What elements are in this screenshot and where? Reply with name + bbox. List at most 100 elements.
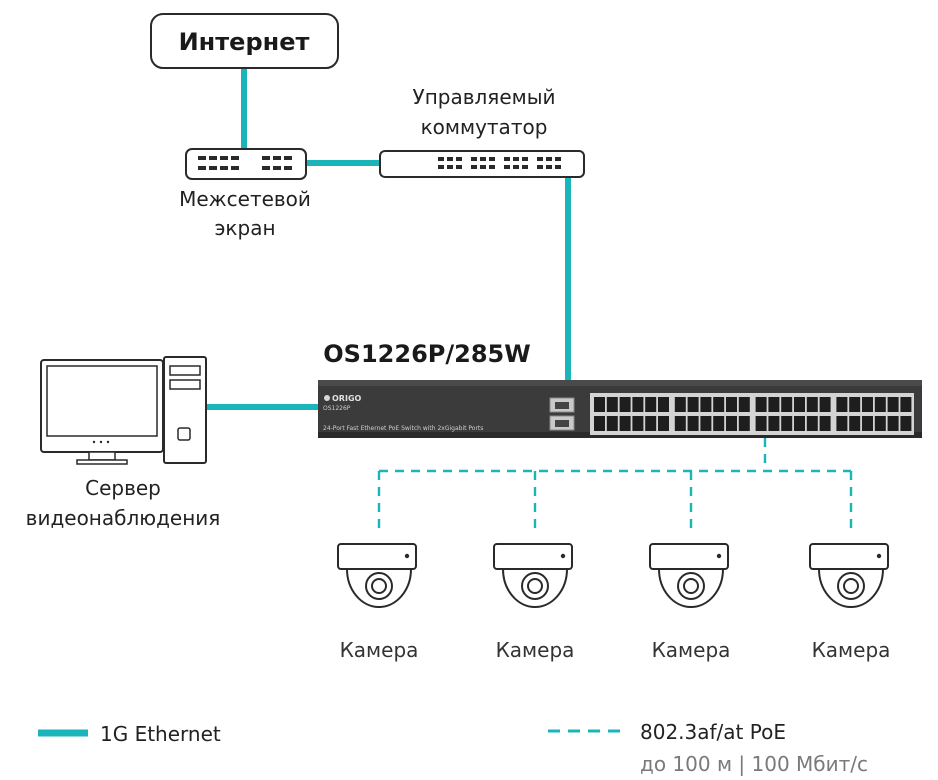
rj45-port bbox=[900, 397, 912, 412]
port-glyph bbox=[513, 157, 519, 161]
port-glyph bbox=[546, 157, 552, 161]
rj45-port bbox=[794, 416, 805, 431]
ethernet-links bbox=[206, 66, 571, 410]
port-glyph bbox=[447, 165, 453, 169]
port-glyph bbox=[438, 157, 444, 161]
port-glyph bbox=[546, 165, 552, 169]
port-glyph bbox=[537, 157, 543, 161]
rj45-port bbox=[658, 416, 669, 431]
rj45-port bbox=[849, 416, 861, 431]
rj45-port bbox=[874, 397, 886, 412]
legend-dashed-sublabel: до 100 м | 100 Мбит/с bbox=[640, 752, 868, 776]
firewall-icon bbox=[185, 148, 307, 180]
cameras: Камера Камера Камера bbox=[337, 543, 891, 662]
rj45-port bbox=[619, 397, 631, 412]
rj45-port bbox=[887, 397, 899, 412]
camera-label: Камера bbox=[812, 638, 891, 662]
rj45-port bbox=[768, 416, 780, 431]
managed-switch-label-line2: коммутатор bbox=[421, 115, 548, 139]
rj45-port bbox=[874, 416, 886, 431]
port-glyph bbox=[522, 157, 528, 161]
port-glyph bbox=[456, 157, 462, 161]
rj45-port bbox=[606, 416, 618, 431]
rj45-port bbox=[606, 397, 618, 412]
rj45-port bbox=[687, 416, 699, 431]
camera-label: Камера bbox=[340, 638, 419, 662]
legend-solid-label: 1G Ethernet bbox=[100, 722, 221, 746]
rj45-port bbox=[755, 416, 767, 431]
managed-switch-label-line1: Управляемый bbox=[413, 85, 556, 109]
port-glyph bbox=[537, 165, 543, 169]
rj45-port bbox=[862, 397, 873, 412]
port-glyph bbox=[480, 165, 486, 169]
rj45-port bbox=[726, 416, 737, 431]
legend: 1G Ethernet 802.3af/at PoE до 100 м | 10… bbox=[38, 720, 868, 776]
cloud-box-icon bbox=[150, 13, 339, 69]
rj45-port bbox=[594, 397, 605, 412]
poe-links bbox=[377, 438, 853, 535]
port-glyph bbox=[504, 165, 510, 169]
switch-description: 24-Port Fast Ethernet PoE Switch with 2x… bbox=[323, 425, 483, 432]
rj45-port bbox=[700, 416, 712, 431]
server-label-line1: Сервер bbox=[85, 476, 161, 500]
port-glyph bbox=[555, 157, 561, 161]
poe-switch-icon: ORIGO OS1226P 24-Port Fast Ethernet PoE … bbox=[318, 380, 922, 438]
rj45-port bbox=[713, 397, 725, 412]
internet-label: Интернет bbox=[179, 28, 310, 56]
managed-switch-icon bbox=[379, 150, 585, 178]
camera-label: Камера bbox=[652, 638, 731, 662]
rj45-port bbox=[794, 397, 805, 412]
camera-label: Камера bbox=[496, 638, 575, 662]
firewall-label-line1: Межсетевой bbox=[179, 187, 311, 211]
rj45-port bbox=[887, 416, 899, 431]
port-glyph bbox=[513, 165, 519, 169]
port-glyph bbox=[555, 165, 561, 169]
dome-camera-icon bbox=[337, 543, 417, 608]
firewall-label-line2: экран bbox=[214, 216, 275, 240]
rj45-port bbox=[738, 397, 750, 412]
switch-brand: ORIGO bbox=[332, 394, 362, 403]
port-glyph bbox=[489, 165, 495, 169]
rj45-port bbox=[674, 416, 686, 431]
dome-camera-icon bbox=[809, 543, 889, 608]
rj45-port bbox=[836, 416, 848, 431]
rj45-port bbox=[619, 416, 631, 431]
rj45-port bbox=[687, 397, 699, 412]
rj45-port bbox=[900, 416, 912, 431]
rj45-port bbox=[849, 397, 861, 412]
dome-camera-icon bbox=[649, 543, 729, 608]
rj45-port bbox=[658, 397, 669, 412]
rj45-port bbox=[819, 397, 831, 412]
rj45-port bbox=[806, 416, 818, 431]
rj45-port bbox=[700, 397, 712, 412]
port-glyph bbox=[471, 157, 477, 161]
rj45-port bbox=[645, 397, 657, 412]
camera-3: Камера bbox=[649, 543, 731, 662]
rj45-port bbox=[632, 397, 644, 412]
camera-4: Камера bbox=[809, 543, 891, 662]
device-model-title: OS1226P/285W bbox=[323, 340, 530, 368]
rj45-port bbox=[645, 416, 657, 431]
server-label-line2: видеонаблюдения bbox=[26, 506, 221, 530]
camera-2: Камера bbox=[493, 543, 575, 662]
computer-icon bbox=[40, 356, 207, 465]
rj45-port bbox=[755, 397, 767, 412]
rj45-port bbox=[768, 397, 780, 412]
rj45-port bbox=[632, 416, 644, 431]
rj45-port bbox=[819, 416, 831, 431]
dome-camera-icon bbox=[493, 543, 573, 608]
port-glyph bbox=[438, 165, 444, 169]
rj45-port bbox=[806, 397, 818, 412]
rj45-port bbox=[836, 397, 848, 412]
internet-node: Интернет bbox=[150, 13, 339, 69]
port-glyph bbox=[489, 157, 495, 161]
port-glyph bbox=[504, 157, 510, 161]
port-glyph bbox=[456, 165, 462, 169]
port-glyph bbox=[471, 165, 477, 169]
rj45-port bbox=[674, 397, 686, 412]
rj45-port bbox=[781, 397, 793, 412]
rj45-port bbox=[862, 416, 873, 431]
rj45-port bbox=[726, 397, 737, 412]
switch-model-small: OS1226P bbox=[323, 405, 351, 412]
